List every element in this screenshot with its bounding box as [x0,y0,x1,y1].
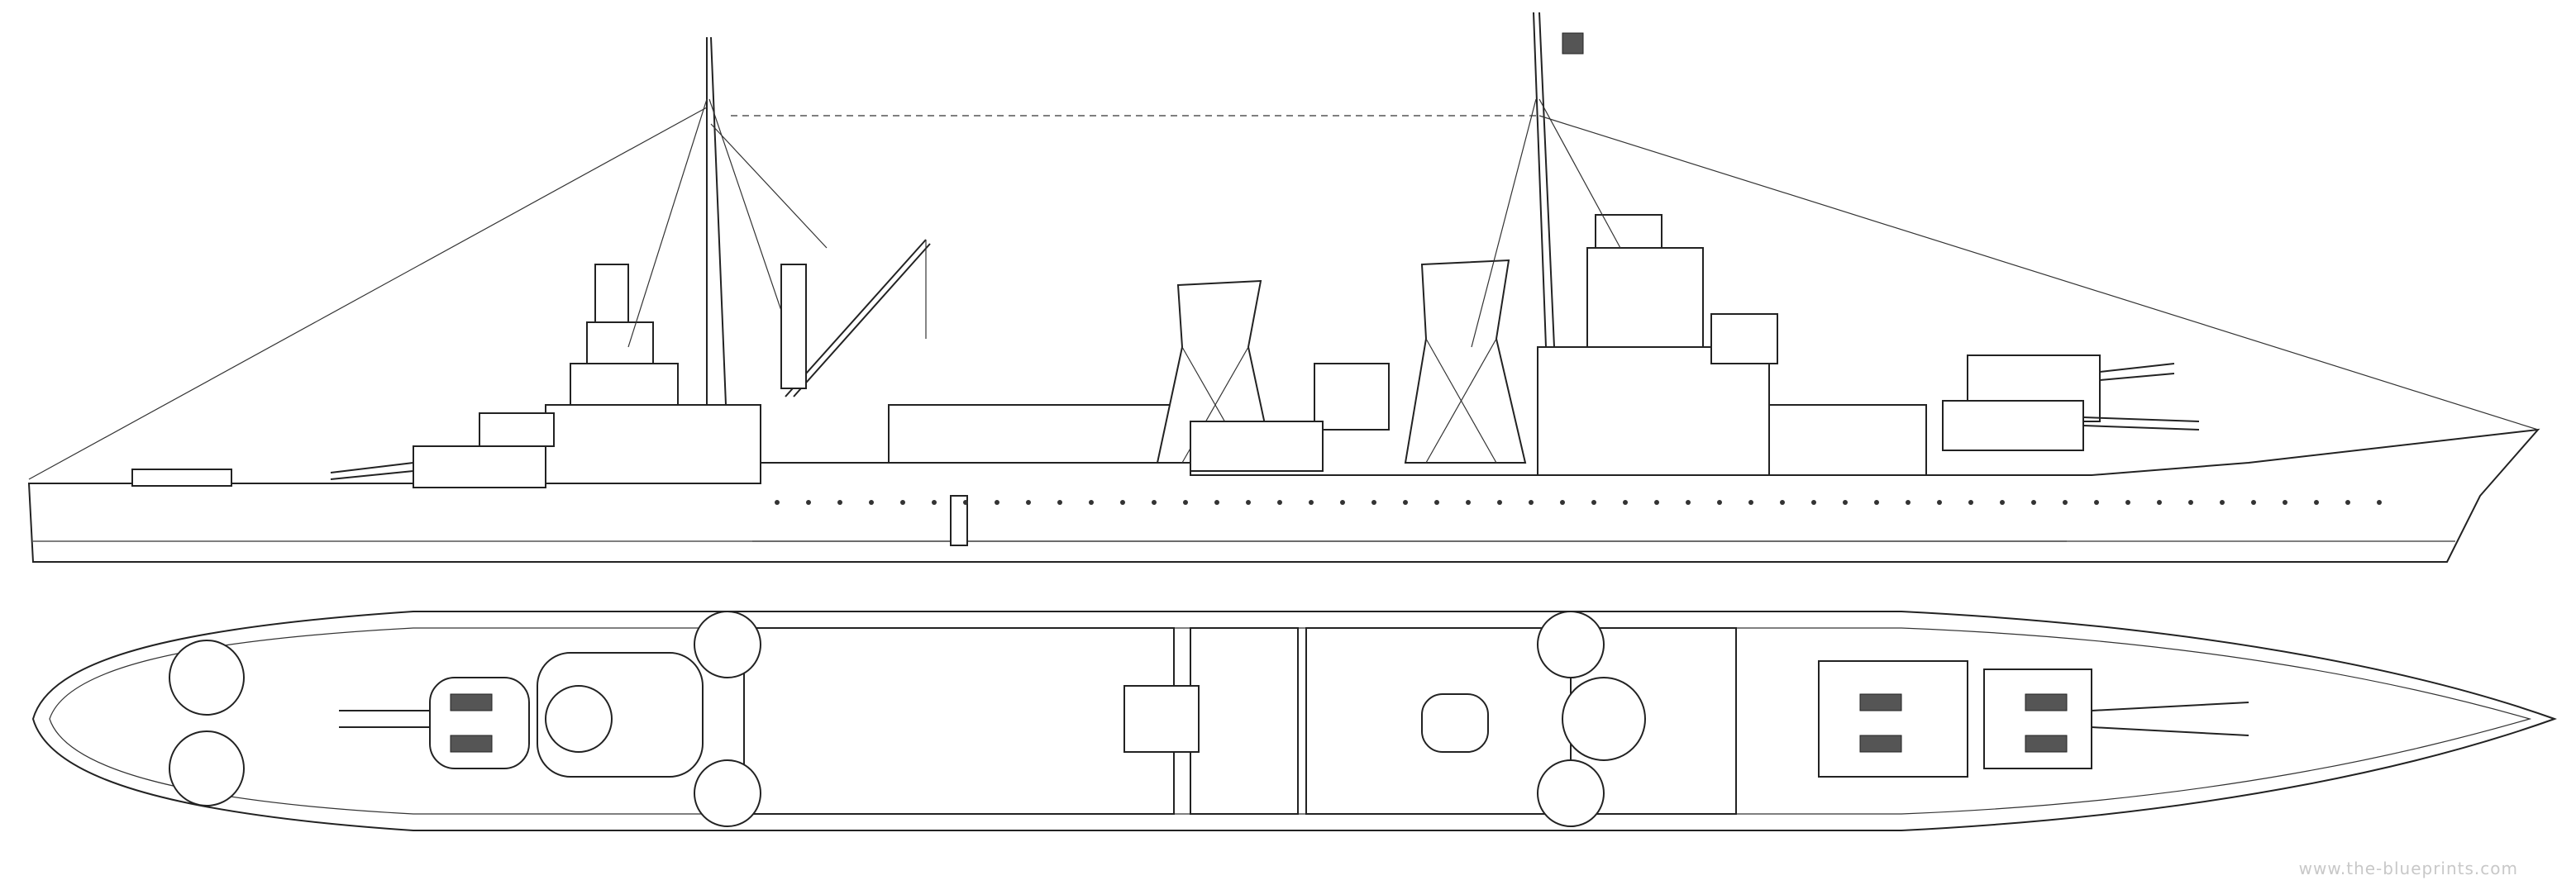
aft-superstructure [545,404,761,484]
porthole [1623,500,1628,505]
side-profile-view: /* drawn below */ [27,12,2540,563]
aft-turret-plan [429,677,530,769]
porthole [2125,500,2130,505]
porthole [2345,500,2350,505]
porthole [1874,500,1879,505]
porthole [1560,500,1565,505]
porthole [1152,500,1157,505]
porthole [1937,500,1942,505]
porthole [995,500,999,505]
porthole [1748,500,1753,505]
top-plan-view [31,611,2557,831]
funnels [1156,259,1527,464]
porthole [1403,500,1408,505]
porthole [1717,500,1722,505]
porthole [1811,500,1816,505]
porthole [963,500,968,505]
porthole [1309,500,1314,505]
porthole [1843,500,1848,505]
porthole [1529,500,1534,505]
porthole [2031,500,2036,505]
porthole [900,500,905,505]
aft-turret [413,445,546,488]
porthole [1089,500,1094,505]
porthole [1371,500,1376,505]
forward-turret-lower [1942,400,2084,451]
porthole [869,500,874,505]
porthole [1340,500,1345,505]
crane [780,239,931,397]
porthole [2188,500,2193,505]
porthole [1906,500,1911,505]
porthole [1591,500,1596,505]
porthole [2094,500,2099,505]
porthole [775,500,780,505]
porthole [2251,500,2256,505]
porthole [1120,500,1125,505]
porthole [2063,500,2068,505]
watermark: www.the-blueprints.com [2298,859,2518,878]
porthole [1277,500,1282,505]
aft-mast [28,36,828,480]
porthole [1057,500,1062,505]
porthole [932,500,937,505]
porthole [1780,500,1785,505]
porthole [1183,500,1188,505]
porthole [1968,500,1973,505]
porthole [2220,500,2225,505]
porthole [2314,500,2319,505]
porthole [1214,500,1219,505]
porthole [806,500,811,505]
porthole [1026,500,1031,505]
porthole [2377,500,2382,505]
porthole [1497,500,1502,505]
hangar [888,404,1187,464]
aft-deckhouse-plan [743,627,1175,815]
forward-superstructure [1537,214,2200,476]
porthole [2283,500,2287,505]
porthole [1466,500,1471,505]
porthole [1246,500,1251,505]
porthole [1686,500,1691,505]
porthole [1654,500,1659,505]
porthole [2157,500,2162,505]
foremast [727,12,2539,431]
porthole [2000,500,2005,505]
porthole-row [775,500,2382,505]
porthole [1434,500,1439,505]
porthole [837,500,842,505]
